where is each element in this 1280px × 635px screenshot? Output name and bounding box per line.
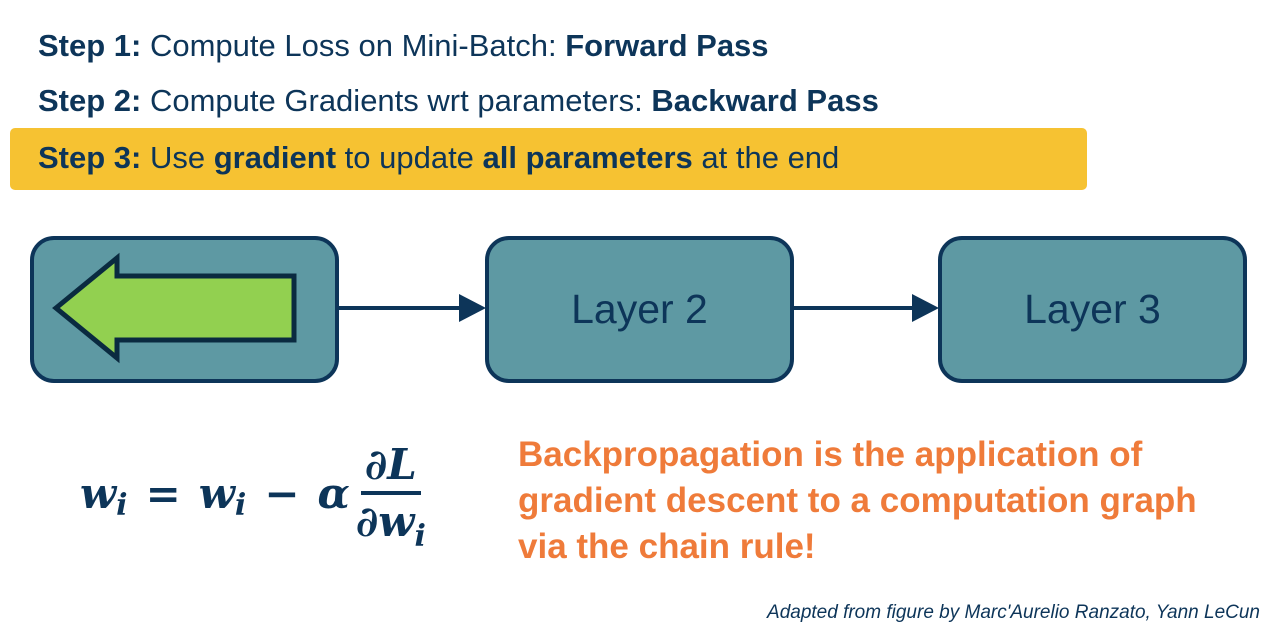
step-2-emphasis: Backward Pass bbox=[651, 83, 879, 118]
left-arrow-icon bbox=[52, 252, 297, 364]
layer-3-label: Layer 3 bbox=[1024, 286, 1161, 332]
step-2-label: Step 2: bbox=[38, 83, 142, 118]
formula-w-sub: i bbox=[234, 487, 247, 523]
formula-den-sub: i bbox=[414, 519, 426, 554]
step-2-text: Compute Gradients wrt parameters: bbox=[149, 83, 652, 118]
layer-2-label: Layer 2 bbox=[571, 286, 708, 332]
step-3-text-c: at the end bbox=[692, 140, 840, 175]
layer-2-node: Layer 2 bbox=[485, 236, 794, 383]
formula-fraction: ∂L ∂wi bbox=[355, 440, 426, 554]
formula-numerator: ∂L bbox=[360, 440, 421, 495]
layer-3-node: Layer 3 bbox=[938, 236, 1247, 383]
formula-lhs: w bbox=[80, 468, 117, 518]
step-3-emphasis-gradient: gradient bbox=[213, 140, 337, 175]
step-3-emphasis-params: all parameters bbox=[482, 140, 693, 175]
backprop-statement: Backpropagation is the application of gr… bbox=[518, 435, 1197, 566]
formula-denominator: ∂wi bbox=[355, 495, 426, 554]
edge-1-2 bbox=[339, 294, 486, 322]
step-2: Step 2: Compute Gradients wrt parameters… bbox=[38, 81, 879, 121]
step-3-label: Step 3: bbox=[38, 140, 142, 175]
formula-equals: = bbox=[145, 468, 181, 518]
formula-den-text: ∂w bbox=[355, 497, 415, 546]
step-3: Step 3: Use gradient to update all param… bbox=[38, 138, 839, 178]
step-1-emphasis: Forward Pass bbox=[565, 28, 769, 63]
step-1-label: Step 1: bbox=[38, 28, 142, 63]
formula-alpha: α bbox=[317, 468, 350, 518]
step-3-text-a: Use bbox=[149, 140, 214, 175]
step-1: Step 1: Compute Loss on Mini-Batch: Forw… bbox=[38, 26, 769, 66]
edge-2-3 bbox=[794, 294, 939, 322]
figure-credit: Adapted from figure by Marc'Aurelio Ranz… bbox=[767, 602, 1260, 623]
step-3-text-b: to update bbox=[336, 140, 483, 175]
step-3-highlight bbox=[10, 128, 1087, 190]
formula-lhs-sub: i bbox=[116, 487, 128, 523]
formula-minus: − bbox=[264, 468, 300, 518]
formula-w: w bbox=[198, 468, 235, 518]
step-1-text: Compute Loss on Mini-Batch: bbox=[149, 28, 566, 63]
